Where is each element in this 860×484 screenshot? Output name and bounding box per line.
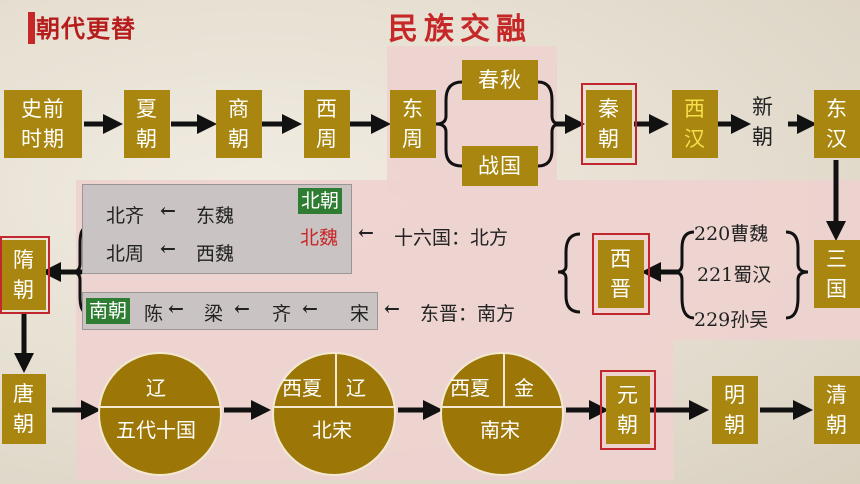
- text-cao-wei: 220曹魏: [694, 223, 769, 245]
- box-qing: 清 朝: [814, 376, 860, 444]
- box-yuan: 元 朝: [606, 376, 650, 444]
- text-sun-wu: 229孙吴: [694, 309, 769, 331]
- text-qi: 齐: [272, 303, 292, 325]
- text-liang: 梁: [204, 303, 224, 325]
- box-spring-autumn: 春秋: [462, 60, 538, 100]
- box-eastern-zhou: 东 周: [390, 90, 436, 158]
- text-northern-qi: 北齐: [106, 205, 145, 227]
- box-western-zhou: 西 周: [304, 90, 350, 158]
- brace-ezhou-split: [435, 80, 463, 168]
- box-western-han: 西 汉: [672, 90, 718, 158]
- brace-threekingdoms-left: [673, 230, 695, 320]
- text-western-wei: 西魏: [196, 243, 235, 265]
- text-c2-liao: 辽: [346, 376, 366, 400]
- left-arrow-qi-eastwei: ←: [160, 200, 176, 222]
- circle-southern-song: [440, 352, 564, 476]
- box-warring-states: 战国: [462, 146, 538, 186]
- label-northern-dynasties: 北朝: [298, 188, 343, 214]
- text-c2-northern-song: 北宋: [312, 418, 352, 442]
- brace-wjin-split: [557, 232, 581, 314]
- text-xin-dynasty: 新 朝: [752, 95, 773, 149]
- circle-northern-song: [272, 352, 396, 476]
- left-arrow-liang-qi: ←: [234, 298, 250, 320]
- text-northern-wei: 北魏: [300, 227, 339, 249]
- highlight-frame-yuan: [600, 370, 656, 450]
- northern-dynasties-panel: [82, 184, 352, 274]
- box-ming: 明 朝: [712, 376, 758, 444]
- brace-ezhou-merge: [537, 80, 561, 168]
- text-song: 宋: [350, 303, 370, 325]
- brace-threekingdoms: [785, 230, 809, 320]
- text-northern-zhou: 北周: [106, 243, 145, 265]
- text-sixteen-kingdoms: 十六国：北方: [394, 227, 509, 249]
- divider-c3-v: [503, 354, 505, 406]
- label-southern-dynasties: 南朝: [86, 298, 131, 324]
- title-accent-bar: [28, 12, 35, 44]
- box-qin: 秦 朝: [586, 90, 632, 158]
- text-c3-southern-song: 南宋: [480, 418, 520, 442]
- box-western-jin: 西 晋: [598, 240, 644, 308]
- text-c3-western-xia: 西夏: [450, 376, 490, 400]
- text-c3-jin: 金: [514, 376, 534, 400]
- box-tang: 唐 朝: [2, 374, 46, 444]
- left-arrow-wei-sixteen: ←: [358, 222, 374, 244]
- box-eastern-han: 东 汉: [814, 90, 860, 158]
- headline-ethnic-integration: 民族交融: [388, 12, 532, 47]
- left-arrow-zhou-westwei: ←: [160, 238, 176, 260]
- divider-c3-h: [442, 406, 562, 408]
- box-prehistoric: 史前 时期: [4, 90, 82, 158]
- text-shu-han: 221蜀汉: [697, 264, 772, 286]
- text-c2-western-xia: 西夏: [282, 376, 322, 400]
- circle-five-dynasties: [98, 352, 222, 476]
- highlight-frame-sui: [0, 236, 50, 314]
- text-c1-five-dynasties: 五代十国: [116, 418, 196, 442]
- box-xia: 夏 朝: [124, 90, 170, 158]
- brace-into-sui: [71, 226, 87, 314]
- highlight-frame-western-jin: [592, 233, 650, 315]
- divider-c2-v: [335, 354, 337, 406]
- page-title: 朝代更替: [36, 15, 136, 43]
- box-shang: 商 朝: [216, 90, 262, 158]
- left-arrow-qi-song: ←: [302, 298, 318, 320]
- left-arrow-chen-liang: ←: [168, 298, 184, 320]
- left-arrow-song-eastjin: ←: [384, 298, 400, 320]
- text-chen: 陈: [144, 303, 164, 325]
- highlight-frame-qin: [581, 83, 637, 165]
- divider-c2-h: [274, 406, 394, 408]
- text-eastern-wei: 东魏: [196, 205, 235, 227]
- box-three-kingdoms: 三 国: [814, 240, 860, 308]
- southern-dynasties-panel: [82, 292, 378, 330]
- divider-c1: [100, 406, 220, 408]
- box-sui: 隋 朝: [2, 240, 46, 310]
- text-c1-liao: 辽: [146, 376, 166, 400]
- text-eastern-jin: 东晋：南方: [420, 303, 516, 325]
